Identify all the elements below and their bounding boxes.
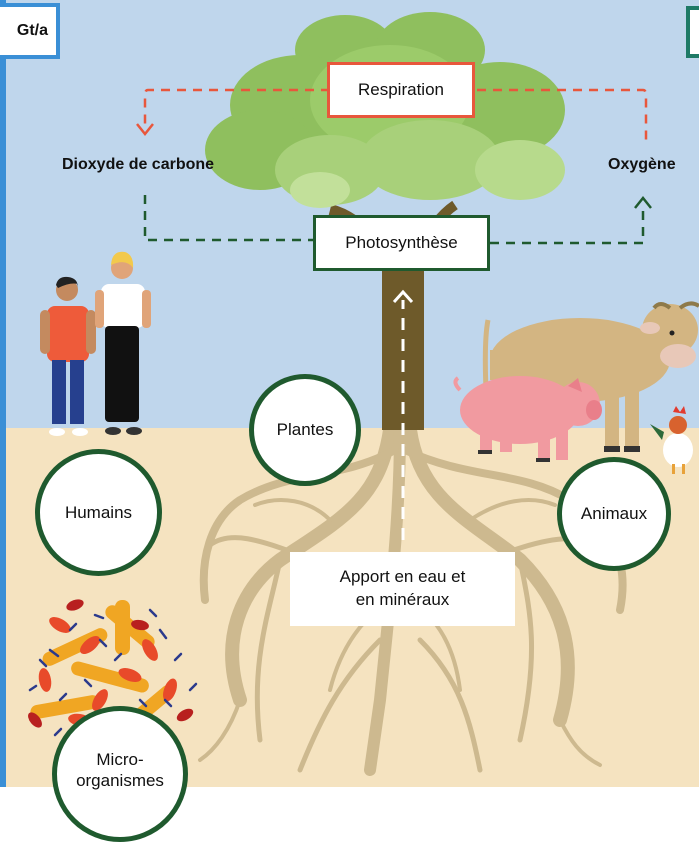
photosynthesis-arrow-line-right	[490, 205, 645, 245]
water-minerals-box: Apport en eau et en minéraux	[290, 552, 515, 626]
microorganisms-circle: Micro- organismes	[52, 706, 188, 842]
diagram-svg	[0, 0, 699, 787]
respiration-arrow-line	[143, 88, 330, 130]
respiration-arrow-head	[136, 123, 154, 137]
water-minerals-label-line1: Apport en eau et	[339, 567, 466, 587]
rooster-figure	[650, 406, 693, 474]
microorganisms-label-line2: organismes	[76, 771, 164, 791]
co2-label: Dioxyde de carbone	[62, 156, 215, 173]
photosynthesis-box: Photosynthèse	[313, 215, 490, 271]
photosynthesis-label: Photosynthèse	[345, 233, 458, 252]
animals-circle: Animaux	[557, 457, 671, 571]
oxygen-label: Oxygène	[608, 156, 676, 173]
left-frame-line	[0, 0, 6, 787]
microorganisms-label-line1: Micro-	[96, 750, 144, 769]
plants-circle: Plantes	[249, 374, 361, 486]
humans-circle: Humains	[35, 449, 162, 576]
respiration-box: Respiration	[327, 62, 475, 118]
respiration-label: Respiration	[358, 80, 444, 99]
pig-figure	[453, 376, 602, 462]
human-man-figure	[40, 276, 96, 436]
plants-label: Plantes	[276, 420, 334, 440]
human-woman-figure	[95, 251, 151, 435]
animals-label: Animaux	[580, 504, 648, 524]
unit-label: Gt/a	[16, 22, 48, 39]
humans-label: Humains	[64, 502, 133, 522]
water-arrow-head	[392, 289, 414, 304]
respiration-arrow-line-right	[477, 88, 648, 140]
photosynthesis-arrow-head	[634, 195, 652, 209]
right-corner-box	[686, 6, 699, 58]
unit-label-box: Gt/a	[0, 3, 60, 59]
water-minerals-label-line2: en minéraux	[355, 590, 450, 609]
